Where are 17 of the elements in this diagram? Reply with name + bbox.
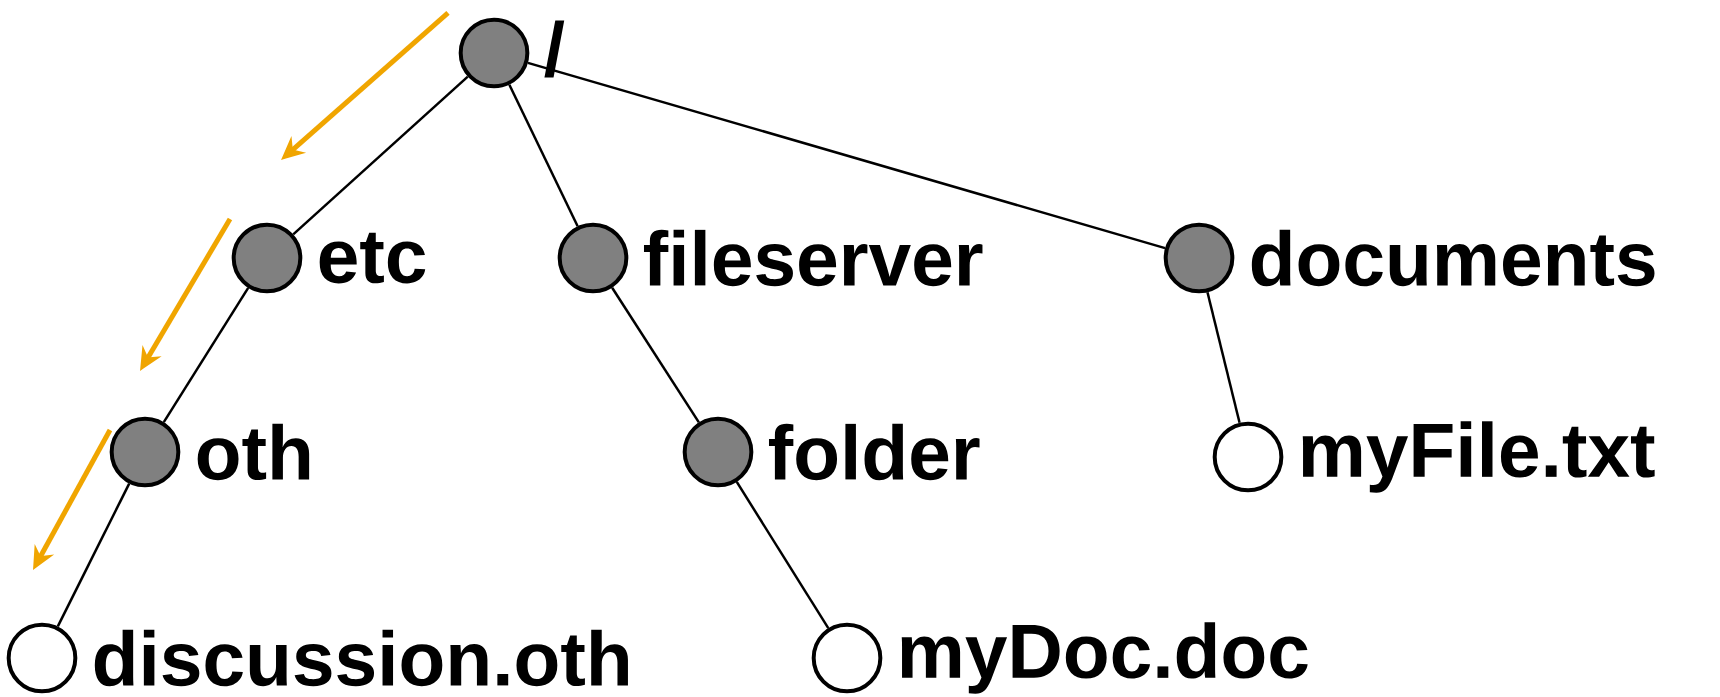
node-label: oth: [197, 423, 310, 481]
node-label: fileserver: [644, 229, 983, 287]
node-label: /: [544, 20, 565, 78]
tree-line: [611, 287, 700, 423]
tree-line: [292, 75, 469, 236]
tree-line: [735, 481, 830, 629]
tree-line: [1206, 292, 1241, 423]
node-label: discussion.oth: [94, 629, 628, 687]
node-label: folder: [769, 423, 980, 481]
node-label: myDoc.doc: [901, 622, 1308, 694]
node-label: etc: [319, 232, 426, 284]
node-label: documents: [1251, 229, 1655, 287]
node-label: myFile.txt: [1302, 421, 1655, 493]
tree-line: [527, 61, 1166, 250]
tree-line: [162, 287, 250, 423]
tree-line: [508, 84, 579, 227]
tree-line: [56, 483, 131, 627]
